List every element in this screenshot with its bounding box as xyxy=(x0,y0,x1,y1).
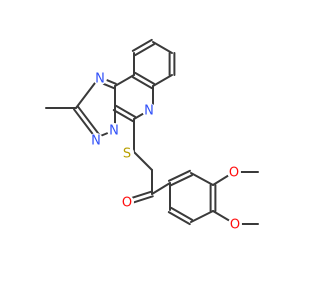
atom-label-background xyxy=(120,146,134,160)
double-bond-c11-N3-a xyxy=(73,108,98,140)
double-bond-r5-r6-b xyxy=(167,211,191,226)
atom-label-background xyxy=(228,217,242,231)
atom-label-o: O xyxy=(229,166,239,181)
single-bond-r4-r5 xyxy=(190,210,214,223)
atom-n4: N xyxy=(107,123,121,139)
double-bond-c8-c9-b xyxy=(112,109,134,123)
atom-o2: O xyxy=(227,165,241,181)
single-bond-co-r1 xyxy=(151,182,171,195)
single-bond-b3-b4 xyxy=(152,74,173,87)
atom-label-background xyxy=(227,165,241,179)
double-bond-b4-b5-b xyxy=(131,76,153,90)
double-bond-b6-b1-b xyxy=(131,38,153,52)
double-bond-b6-b1-a xyxy=(134,43,156,57)
atom-label-background xyxy=(142,103,156,117)
double-bond-c11-N3-b xyxy=(76,105,101,137)
single-bond-S1-ch2 xyxy=(133,151,153,171)
atom-o3: O xyxy=(228,217,242,233)
double-bond-r1-r2-a xyxy=(170,174,194,187)
atom-label-background xyxy=(120,195,134,209)
atom-n2: N xyxy=(93,71,107,87)
atom-label-background xyxy=(93,71,107,85)
atom-o1: O xyxy=(120,195,134,211)
double-bond-c8-c9-a xyxy=(115,104,137,118)
single-bond-N2-c11 xyxy=(75,78,99,109)
atom-n3: N xyxy=(89,133,103,149)
atom-label-s: S xyxy=(123,147,131,162)
double-bond-b4-b5-a xyxy=(134,71,156,85)
atom-label-o: O xyxy=(122,196,132,211)
double-bond-r5-r6-a xyxy=(170,206,194,221)
atom-label-background xyxy=(107,123,121,137)
atom-label-background xyxy=(89,133,103,147)
bond-layer xyxy=(45,38,259,226)
single-bond-b1-b2 xyxy=(152,41,173,54)
atom-label-n: N xyxy=(109,124,119,139)
single-bond-r2-r3 xyxy=(190,172,214,186)
atom-label-n: N xyxy=(95,72,105,87)
atom-label-n: N xyxy=(144,104,154,119)
atom-n1: N xyxy=(142,103,156,119)
atom-label-o: O xyxy=(230,218,240,233)
atom-s1: S xyxy=(120,146,134,162)
double-bond-r1-r2-b xyxy=(167,169,191,182)
single-bond-c10-b5 xyxy=(114,74,135,87)
atom-label-n: N xyxy=(91,134,101,149)
